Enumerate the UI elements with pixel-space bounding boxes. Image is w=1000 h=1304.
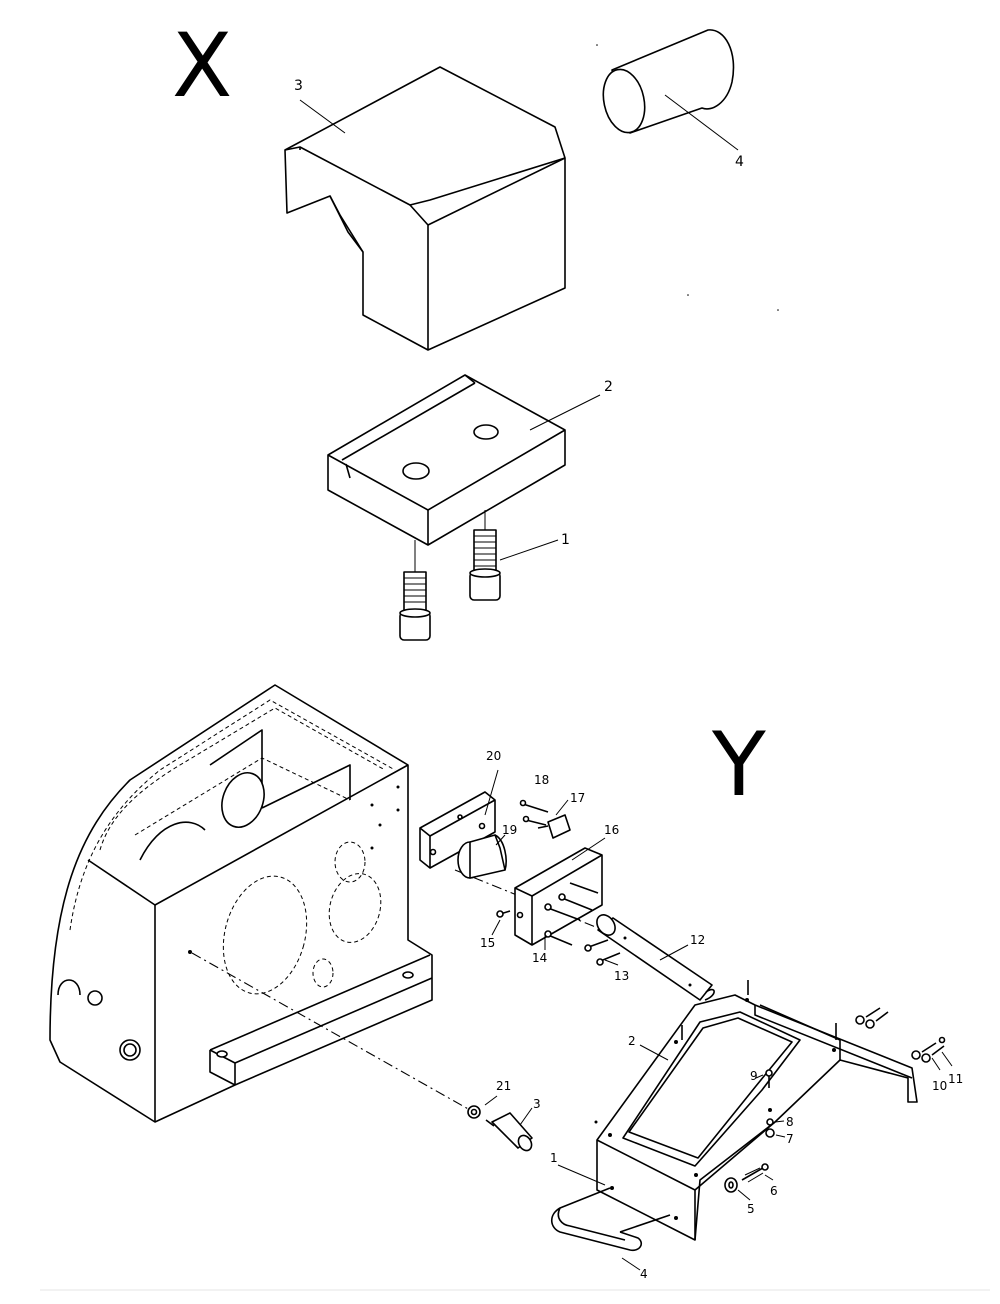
- y-label-15: 15: [480, 936, 495, 950]
- y-part-9-screw: [755, 1069, 773, 1088]
- y-label-21: 21: [496, 1079, 511, 1093]
- y-part-3-pin: [485, 1107, 533, 1152]
- y-label-16: 16: [604, 823, 619, 837]
- y-leader-1: [557, 1164, 606, 1186]
- x-label-4: 4: [735, 154, 744, 170]
- y-label-6: 6: [770, 1184, 778, 1198]
- group-y: Y: [49, 684, 963, 1281]
- x-part-2-plate: [327, 374, 601, 546]
- x-screw-right: [469, 529, 501, 601]
- y-centerline: [191, 952, 471, 1111]
- y-label-1: 1: [550, 1151, 558, 1165]
- y-part-13-screws: [584, 939, 621, 966]
- y-headstock-housing: [49, 684, 433, 1123]
- y-part-10-11-hardware: [855, 1007, 953, 1071]
- group-x-letter: X: [172, 14, 232, 117]
- y-label-13: 13: [614, 969, 629, 983]
- y-label-17: 17: [570, 791, 585, 805]
- y-label-10: 10: [932, 1079, 947, 1093]
- x-label-1: 1: [561, 532, 570, 548]
- speck: [687, 294, 689, 296]
- x-label-2: 2: [604, 379, 613, 395]
- y-part-18-screws: [519, 799, 549, 826]
- group-x: X: [172, 14, 779, 641]
- y-label-3: 3: [533, 1097, 541, 1111]
- x-part-1-screws: [399, 510, 559, 641]
- y-label-5: 5: [747, 1202, 755, 1216]
- y-part-5-washer: [724, 1177, 751, 1201]
- y-part-6-screw: [741, 1163, 774, 1183]
- y-label-11: 11: [948, 1072, 963, 1086]
- y-part-2-chuck-guard: [594, 980, 918, 1241]
- y-part-14-screws: [544, 882, 599, 950]
- x-part-3-cover: [284, 66, 566, 351]
- y-part-20-plate: [419, 769, 499, 869]
- y-label-8: 8: [786, 1115, 794, 1129]
- y-label-9: 9: [750, 1069, 758, 1083]
- y-label-14: 14: [532, 951, 547, 965]
- y-label-20: 20: [486, 749, 501, 763]
- group-y-letter: Y: [711, 713, 766, 816]
- x-part-4-cylinder: [602, 29, 739, 151]
- y-label-4: 4: [640, 1267, 648, 1281]
- y-label-19: 19: [502, 823, 517, 837]
- speck: [596, 44, 598, 46]
- y-part-4-handle: [550, 1187, 671, 1271]
- y-label-2: 2: [628, 1034, 636, 1048]
- y-part-15-screw: [491, 910, 511, 936]
- y-part-21-nut: [467, 1095, 498, 1119]
- x-screw-left: [399, 571, 431, 641]
- y-part-7-nut: [765, 1128, 786, 1138]
- y-part-12-shaft: [596, 914, 715, 1001]
- y-label-12: 12: [690, 933, 705, 947]
- y-label-18: 18: [534, 773, 549, 787]
- y-part-8-washer: [766, 1118, 785, 1126]
- y-part-17-switch: [537, 799, 571, 839]
- y-part-19-bushing: [457, 834, 507, 879]
- speck: [777, 309, 779, 311]
- y-label-7: 7: [786, 1132, 794, 1146]
- x-label-3: 3: [294, 78, 303, 94]
